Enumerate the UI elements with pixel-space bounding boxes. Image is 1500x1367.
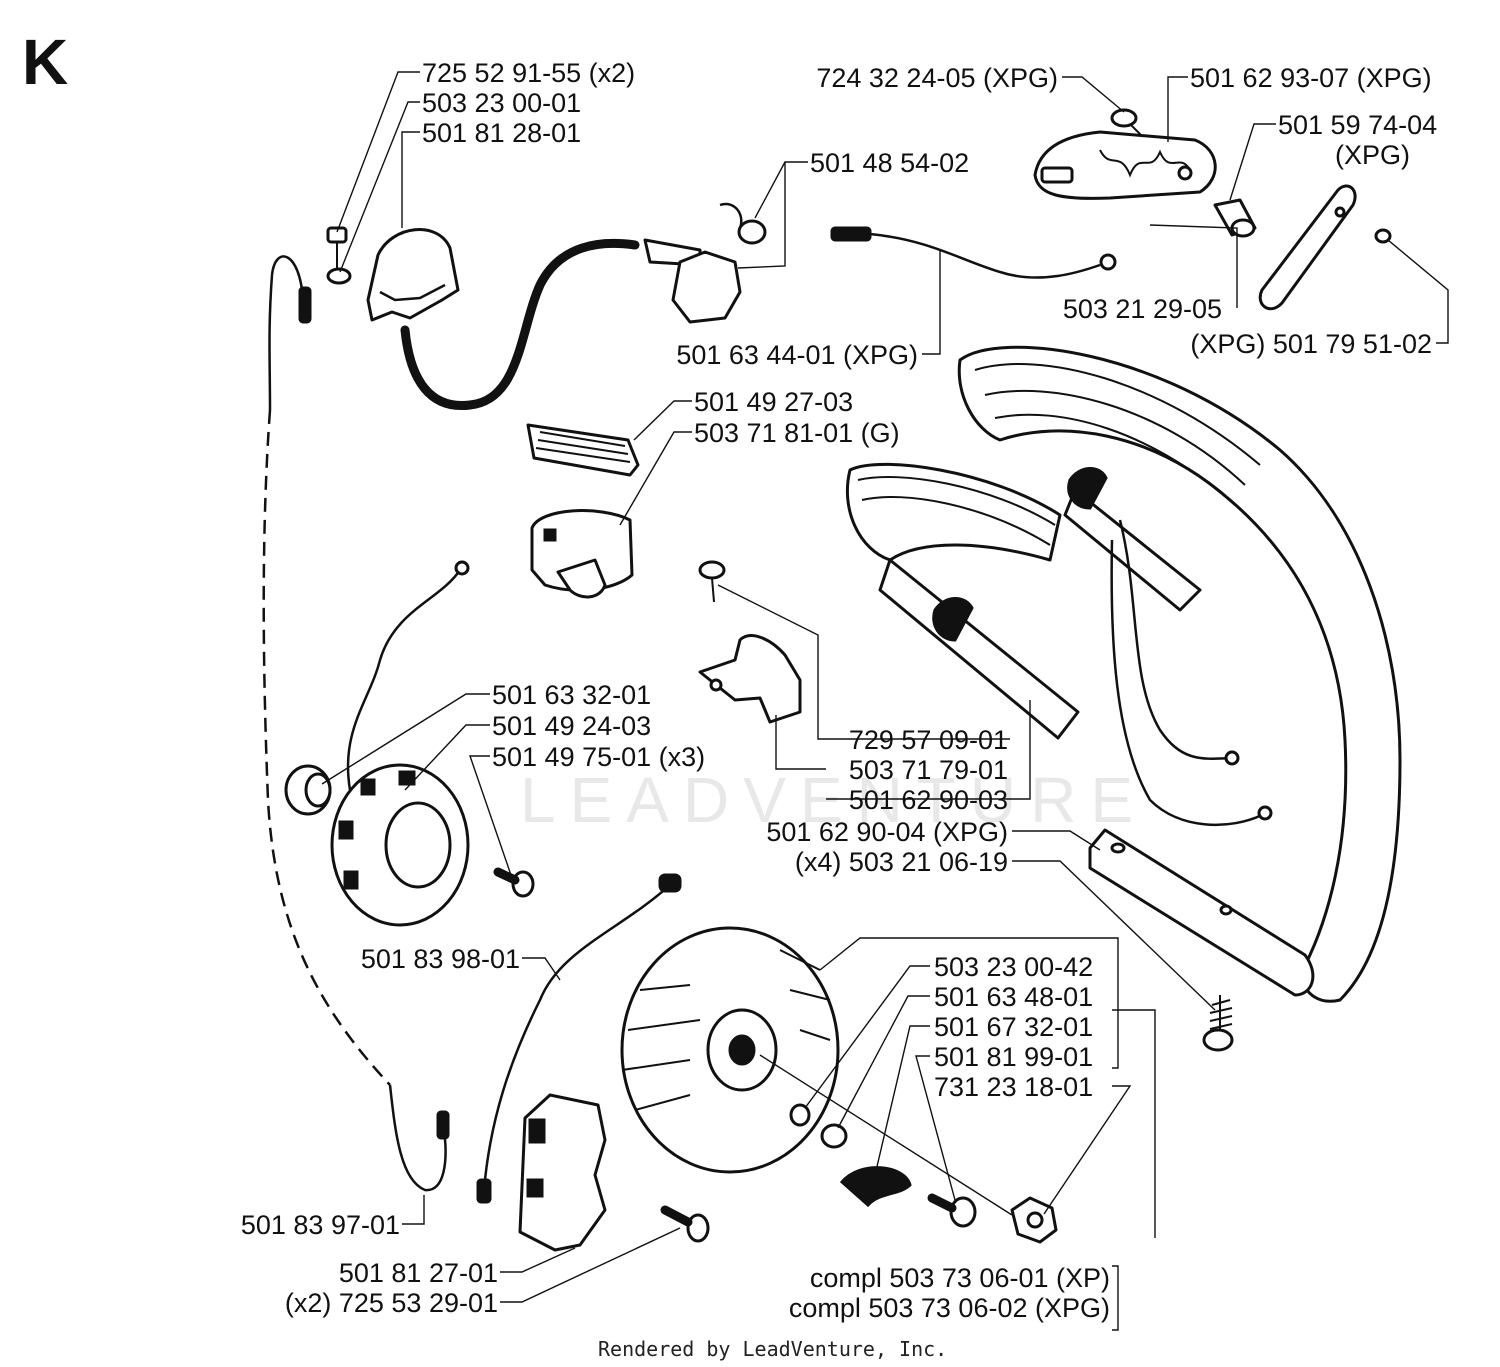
label-compl-503-73-06-01: compl 503 73 06-01 (XP) xyxy=(810,1263,1110,1293)
switch-503-71-81-01 xyxy=(530,509,634,599)
washer-503-23-00-42 xyxy=(789,1103,811,1127)
label-501-62-93-07: 501 62 93-07 (XPG) xyxy=(1190,63,1432,93)
screw-725-52-91-55 xyxy=(326,226,352,285)
filter-501-49-27-03 xyxy=(526,423,640,477)
handle-wire-1 xyxy=(1118,519,1231,760)
screw-725-53-29-01 xyxy=(660,1205,710,1243)
nut-731-23-18-01 xyxy=(1010,1196,1058,1244)
handle-bracket-501-62-90-04 xyxy=(1088,828,1315,997)
handle-wire-2 xyxy=(1110,539,1263,827)
watermark: LEADVENTURE xyxy=(520,764,1147,836)
bearing-501-63-32-01 xyxy=(284,764,332,816)
label-503-23-00-42: 503 23 00-42 xyxy=(934,952,1093,982)
label-503-21-06-19: (x4) 503 21 06-19 xyxy=(795,847,1008,877)
label-501-62-90-04: 501 62 90-04 (XPG) xyxy=(766,817,1008,847)
screw-729-57-09-01 xyxy=(698,560,726,603)
label-compl-503-73-06-02: compl 503 73 06-02 (XPG) xyxy=(789,1293,1110,1323)
spark-plug-cap xyxy=(643,202,767,324)
label-501-83-98-01: 501 83 98-01 xyxy=(361,944,520,974)
label-501-63-32-01: 501 63 32-01 xyxy=(492,680,651,710)
label-501-63-48-01: 501 63 48-01 xyxy=(934,982,1093,1012)
ignition-module-501-81-27-01 xyxy=(518,1093,607,1252)
bracket-503-71-79-01 xyxy=(698,634,802,724)
label-501-63-44-01: 501 63 44-01 (XPG) xyxy=(676,340,918,370)
label-501-81-28-01: 501 81 28-01 xyxy=(422,118,581,148)
label-501-59-74-04-xpg: (XPG) xyxy=(1335,140,1410,170)
label-729-57-09-01: 729 57 09-01 xyxy=(849,725,1008,755)
label-501-62-90-03: 501 62 90-03 xyxy=(849,785,1008,815)
label-501-81-27-01: 501 81 27-01 xyxy=(339,1258,498,1288)
footer-credit: Rendered by LeadVenture, Inc. xyxy=(598,1337,947,1361)
label-503-71-81-01: 503 71 81-01 (G) xyxy=(694,418,900,448)
leader-lines xyxy=(321,71,1449,1331)
washer-501-63-48-01 xyxy=(820,1123,848,1149)
part-labels: 725 52 91-55 (x2) 503 23 00-01 501 81 28… xyxy=(241,58,1437,1323)
flywheel-fan xyxy=(620,926,840,1174)
flywheel-501-49-24-03 xyxy=(330,763,470,927)
handle-bar-501-62-90-03 xyxy=(845,345,1402,1003)
label-725-52-91-55: 725 52 91-55 (x2) xyxy=(422,58,635,88)
label-725-53-29-01: (x2) 725 53 29-01 xyxy=(285,1288,498,1318)
plate-501-79-51-02 xyxy=(1258,184,1392,311)
screw-724-32-24-05 xyxy=(1110,108,1143,137)
ht-lead xyxy=(400,238,640,411)
label-501-49-24-03: 501 49 24-03 xyxy=(492,711,651,741)
label-501-81-99-01: 501 81 99-01 xyxy=(934,1042,1093,1072)
spacer-501-59-74-04 xyxy=(1213,198,1257,238)
coil-cover-501-81-28-01 xyxy=(366,228,460,322)
label-501-48-54-02: 501 48 54-02 xyxy=(810,148,969,178)
flywheel-lead xyxy=(346,569,462,791)
label-503-23-00-01: 503 23 00-01 xyxy=(422,88,581,118)
label-501-67-32-01: 501 67 32-01 xyxy=(934,1012,1093,1042)
label-501-49-75-01: 501 49 75-01 (x3) xyxy=(492,742,705,772)
screw-501-49-75-01 xyxy=(493,867,535,898)
switch-plate-501-62-93-07 xyxy=(1033,130,1217,200)
ignition-lead-501-83-98-01 xyxy=(476,873,682,1204)
pawl-501-67-32-01 xyxy=(839,1166,912,1208)
label-503-21-29-05: 503 21 29-05 xyxy=(1063,294,1222,324)
ignition-wire-long xyxy=(262,255,450,1192)
screw-501-81-99-01 xyxy=(927,1193,977,1228)
label-501-83-97-01: 501 83 97-01 xyxy=(241,1210,400,1240)
label-724-32-24-05: 724 32 24-05 (XPG) xyxy=(816,63,1058,93)
label-501-49-27-03: 501 49 27-03 xyxy=(694,387,853,417)
label-501-79-51-02: (XPG) 501 79 51-02 xyxy=(1190,329,1432,359)
label-731-23-18-01: 731 23 18-01 xyxy=(934,1072,1093,1102)
label-501-59-74-04: 501 59 74-04 xyxy=(1278,110,1437,140)
section-letter: K xyxy=(22,26,68,98)
short-lead-503-21-29-05 xyxy=(830,226,1117,279)
screw-503-21-06-19 xyxy=(1202,995,1234,1052)
label-503-71-79-01: 503 71 79-01 xyxy=(849,755,1008,785)
